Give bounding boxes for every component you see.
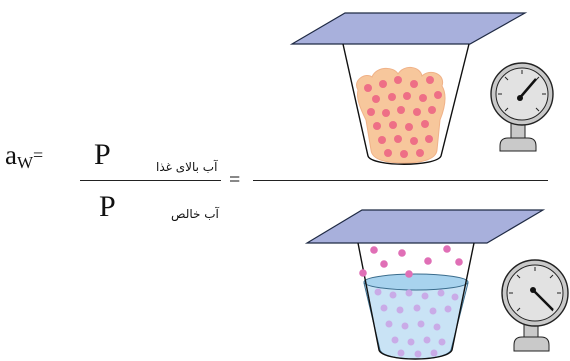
food-container-lid — [292, 13, 525, 44]
vapor-particles — [359, 245, 463, 278]
pressure-gauge-icon — [491, 63, 553, 151]
water-surface — [364, 274, 468, 290]
pressure-gauge-icon — [502, 260, 568, 351]
food-container — [292, 13, 525, 164]
water-container-lid — [307, 210, 543, 243]
